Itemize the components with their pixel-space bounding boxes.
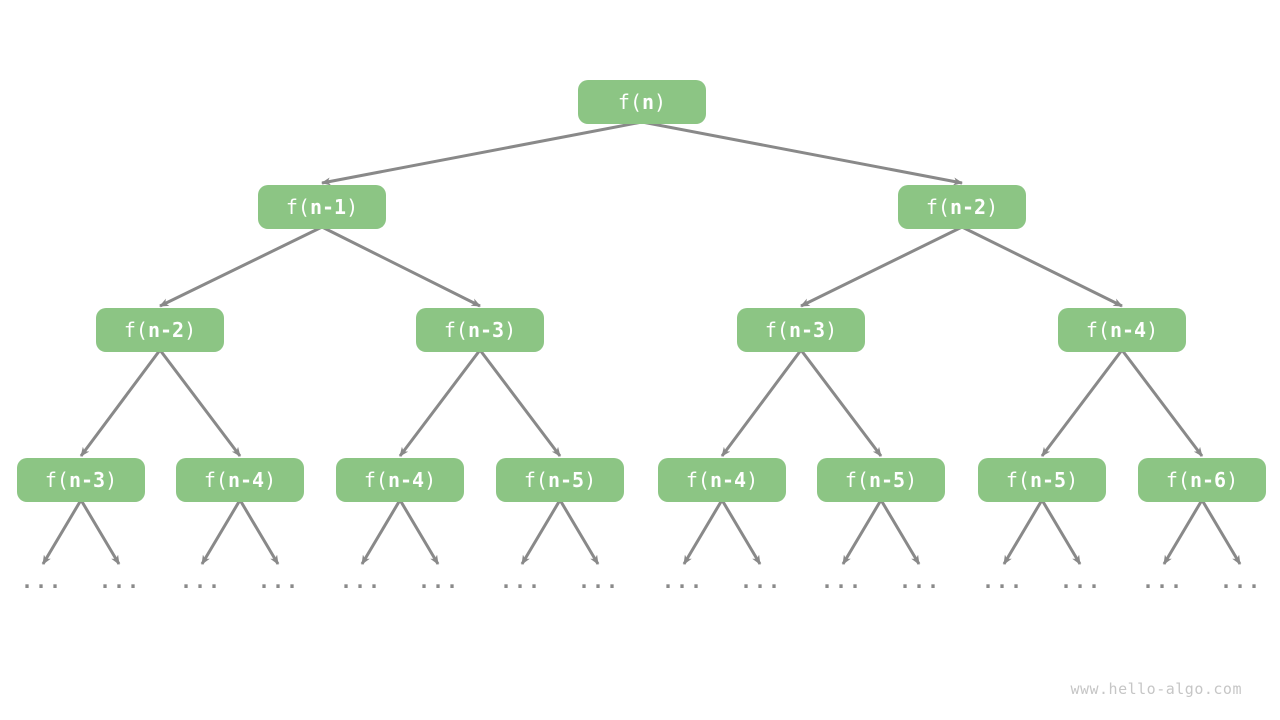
- tree-node: f(n-3): [17, 458, 145, 502]
- tree-edge-arrow: [158, 349, 242, 457]
- tree-edge-arrow: [1002, 499, 1044, 565]
- tree-node: f(n-4): [1058, 308, 1186, 352]
- tree-edge-arrow: [41, 499, 83, 565]
- ellipsis-label: ...: [180, 569, 222, 593]
- ellipsis-label: ...: [662, 569, 704, 593]
- tree-edge-arrow: [321, 225, 481, 308]
- nodes-layer: f(n) f(n-1) f(n-2) f(n-2) f(n-3) f(n-3) f(n-4)…: [17, 80, 1266, 502]
- tree-node-box: [258, 185, 386, 229]
- tree-node-label: f(n-2): [124, 318, 196, 342]
- tree-node-box: [96, 308, 224, 352]
- tree-node-box: [978, 458, 1106, 502]
- tree-edge-arrow: [800, 225, 963, 308]
- ellipsis-label: ...: [578, 569, 620, 593]
- tree-node: f(n-2): [898, 185, 1026, 229]
- tree-edge-arrow: [879, 499, 921, 565]
- tree-node-box: [416, 308, 544, 352]
- tree-node: f(n-2): [96, 308, 224, 352]
- ellipsis-label: ...: [899, 569, 941, 593]
- tree-node: f(n-3): [737, 308, 865, 352]
- tree-node: f(n-5): [496, 458, 624, 502]
- tree-node-label: f(n-5): [1006, 468, 1078, 492]
- ellipsis-label: ...: [1060, 569, 1102, 593]
- tree-node-label: f(n-5): [845, 468, 917, 492]
- tree-node-label: f(n): [618, 90, 666, 114]
- tree-edge-arrow: [1200, 499, 1242, 565]
- tree-node: f(n-4): [336, 458, 464, 502]
- tree-node: f(n-4): [658, 458, 786, 502]
- tree-node-box: [737, 308, 865, 352]
- tree-edge-arrow: [200, 499, 242, 565]
- ellipsis-label: ...: [1220, 569, 1262, 593]
- tree-node-box: [1058, 308, 1186, 352]
- ellipsis-label: ...: [21, 569, 63, 593]
- tree-edge-arrow: [520, 499, 562, 565]
- ellipsis-label: ...: [500, 569, 542, 593]
- tree-node: f(n-4): [176, 458, 304, 502]
- tree-node-box: [336, 458, 464, 502]
- ellipsis-layer: ........................................…: [21, 569, 1262, 593]
- ellipsis-label: ...: [1142, 569, 1184, 593]
- tree-edge-arrow: [682, 499, 724, 565]
- ellipsis-label: ...: [740, 569, 782, 593]
- tree-node-label: f(n-2): [926, 195, 998, 219]
- tree-node: f(n-5): [978, 458, 1106, 502]
- tree-edge-arrow: [360, 499, 402, 565]
- ellipsis-label: ...: [821, 569, 863, 593]
- leaf-arrows-layer: [41, 499, 1242, 565]
- tree-node-box: [17, 458, 145, 502]
- ellipsis-label: ...: [99, 569, 141, 593]
- tree-node-label: f(n-4): [204, 468, 276, 492]
- tree-edge-arrow: [558, 499, 600, 565]
- tree-node-label: f(n-6): [1166, 468, 1238, 492]
- tree-node: f(n-6): [1138, 458, 1266, 502]
- tree-node: f(n): [578, 80, 706, 124]
- tree-edge-arrow: [1040, 349, 1124, 457]
- edges-layer: [79, 120, 1204, 457]
- tree-node-box: [578, 80, 706, 124]
- tree-edge-arrow: [79, 499, 121, 565]
- tree-edge-arrow: [159, 225, 323, 308]
- tree-node-label: f(n-1): [286, 195, 358, 219]
- ellipsis-label: ...: [982, 569, 1024, 593]
- tree-node-label: f(n-3): [765, 318, 837, 342]
- tree-node-label: f(n-4): [686, 468, 758, 492]
- tree-edge-arrow: [961, 225, 1123, 308]
- tree-node-label: f(n-5): [524, 468, 596, 492]
- tree-edge-arrow: [799, 349, 883, 457]
- tree-edge-arrow: [641, 120, 963, 186]
- tree-node-label: f(n-4): [1086, 318, 1158, 342]
- ellipsis-label: ...: [418, 569, 460, 593]
- tree-node: f(n-3): [416, 308, 544, 352]
- tree-node: f(n-1): [258, 185, 386, 229]
- tree-node-label: f(n-3): [444, 318, 516, 342]
- tree-node-box: [658, 458, 786, 502]
- tree-node-box: [496, 458, 624, 502]
- tree-edge-arrow: [720, 349, 803, 457]
- tree-edge-arrow: [79, 349, 162, 457]
- tree-node-label: f(n-3): [45, 468, 117, 492]
- ellipsis-label: ...: [340, 569, 382, 593]
- tree-edge-arrow: [478, 349, 562, 457]
- tree-node: f(n-5): [817, 458, 945, 502]
- tree-edge-arrow: [321, 120, 643, 186]
- tree-edge-arrow: [398, 499, 440, 565]
- tree-edge-arrow: [1120, 349, 1204, 457]
- tree-edge-arrow: [238, 499, 280, 565]
- tree-node-box: [176, 458, 304, 502]
- tree-node-label: f(n-4): [364, 468, 436, 492]
- tree-edge-arrow: [1040, 499, 1082, 565]
- ellipsis-label: ...: [258, 569, 300, 593]
- watermark: www.hello-algo.com: [1070, 680, 1242, 698]
- tree-edge-arrow: [841, 499, 883, 565]
- tree-node-box: [898, 185, 1026, 229]
- tree-edge-arrow: [398, 349, 482, 457]
- tree-edge-arrow: [1162, 499, 1204, 565]
- tree-node-box: [1138, 458, 1266, 502]
- tree-edge-arrow: [720, 499, 762, 565]
- tree-node-box: [817, 458, 945, 502]
